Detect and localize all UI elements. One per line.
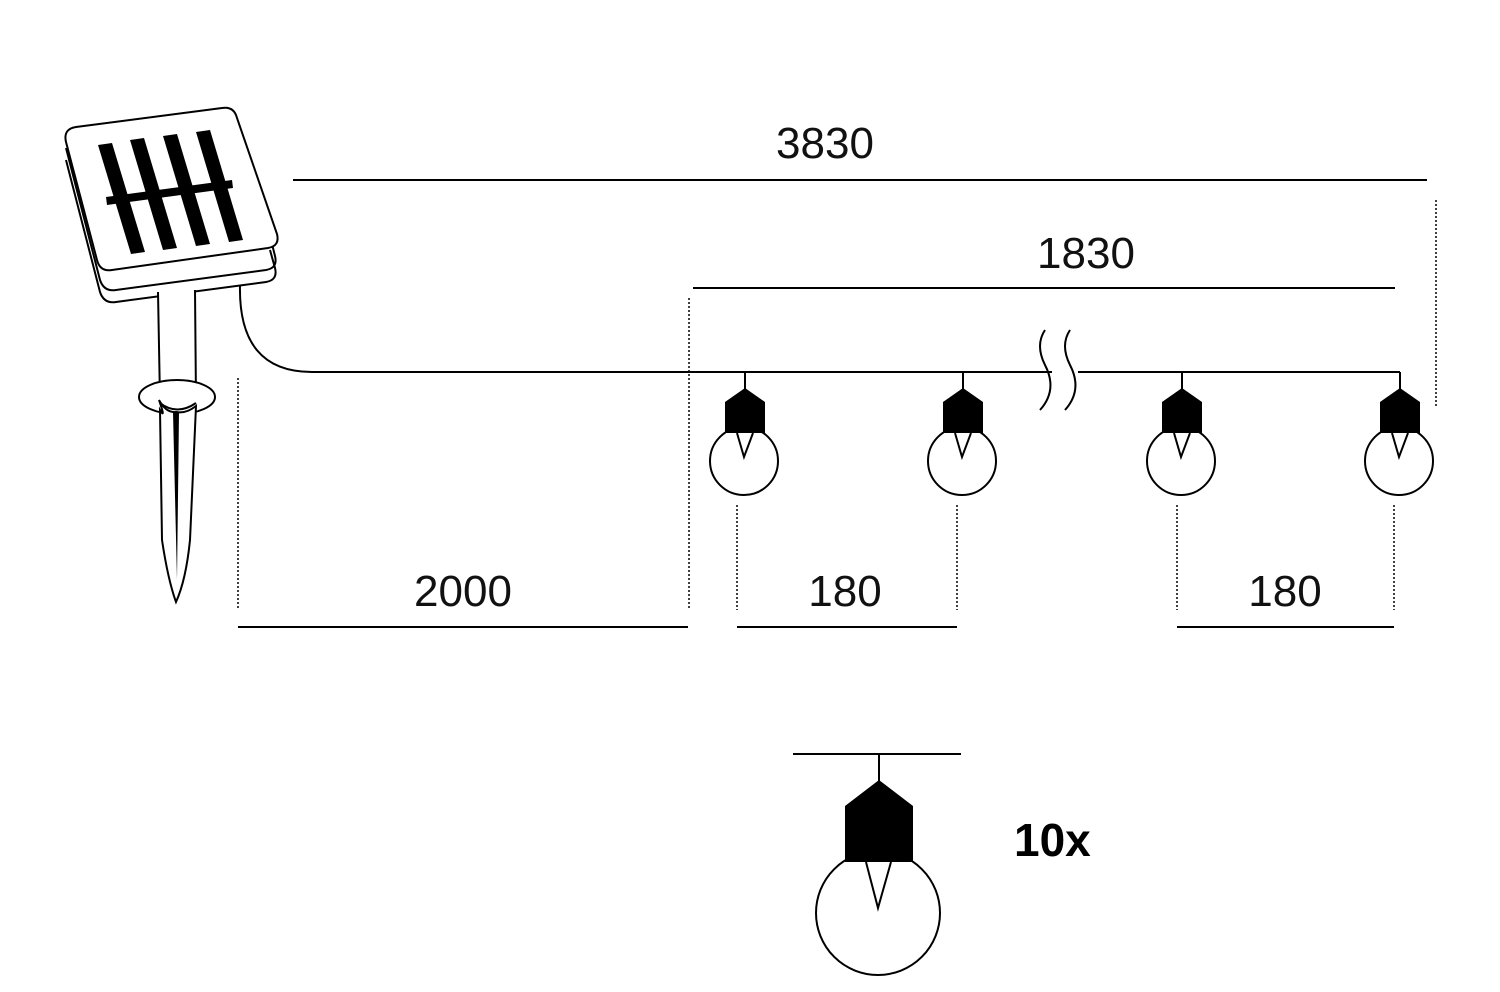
dimension-lead-cable: 2000 <box>237 378 688 628</box>
ground-stake-icon <box>138 289 216 605</box>
dimension-lit-length-label: 1830 <box>1037 229 1135 278</box>
bulb-icon <box>1364 372 1434 496</box>
dimension-bulb-spacing-right-label: 180 <box>1248 567 1321 616</box>
bulb-detail-icon <box>793 753 961 976</box>
dimension-lit-length: 1830 <box>688 229 1395 610</box>
dimension-total: 3830 <box>293 119 1437 406</box>
dimension-bulb-spacing-left-label: 180 <box>808 567 881 616</box>
bulb-icon <box>709 372 779 496</box>
dimension-bulb-spacing-right: 180 <box>1176 505 1395 628</box>
solar-panel-icon <box>64 106 279 304</box>
dimension-lead-cable-label: 2000 <box>414 567 512 616</box>
dimension-bulb-spacing-left: 180 <box>736 505 958 628</box>
bulb-icon <box>1146 372 1216 496</box>
dimension-total-label: 3830 <box>776 119 874 168</box>
string-cable <box>238 284 1400 411</box>
bulb-icon <box>927 372 997 496</box>
quantity-label: 10x <box>1014 814 1091 866</box>
